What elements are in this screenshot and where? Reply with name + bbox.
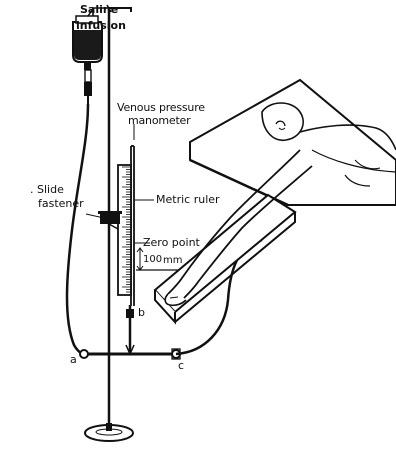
- point-c-label: c: [178, 360, 184, 372]
- venous-pressure-label-line2: manometer: [128, 115, 190, 127]
- slide-fastener-label-line2: fastener: [38, 198, 84, 210]
- metric-ruler-label: Metric ruler: [156, 194, 220, 206]
- saline-infusion-label-line1: Saline: [80, 4, 118, 16]
- hundred-mm-value-label: 100: [143, 254, 162, 266]
- venous-pressure-label-line1: Venous pressure: [117, 102, 205, 114]
- point-b-label: b: [138, 307, 145, 319]
- saline-infusion-label-line2: infusion: [76, 20, 126, 32]
- infusion-tubing: [67, 104, 88, 354]
- slide-fastener-label-line1: . Slide: [30, 184, 64, 196]
- point-a-label: a: [70, 354, 77, 366]
- hundred-mm-unit-label: mm: [163, 255, 182, 267]
- metric-ruler: [118, 165, 131, 295]
- tubing-junction: [80, 305, 180, 359]
- zero-point-label: Zero point: [143, 237, 200, 249]
